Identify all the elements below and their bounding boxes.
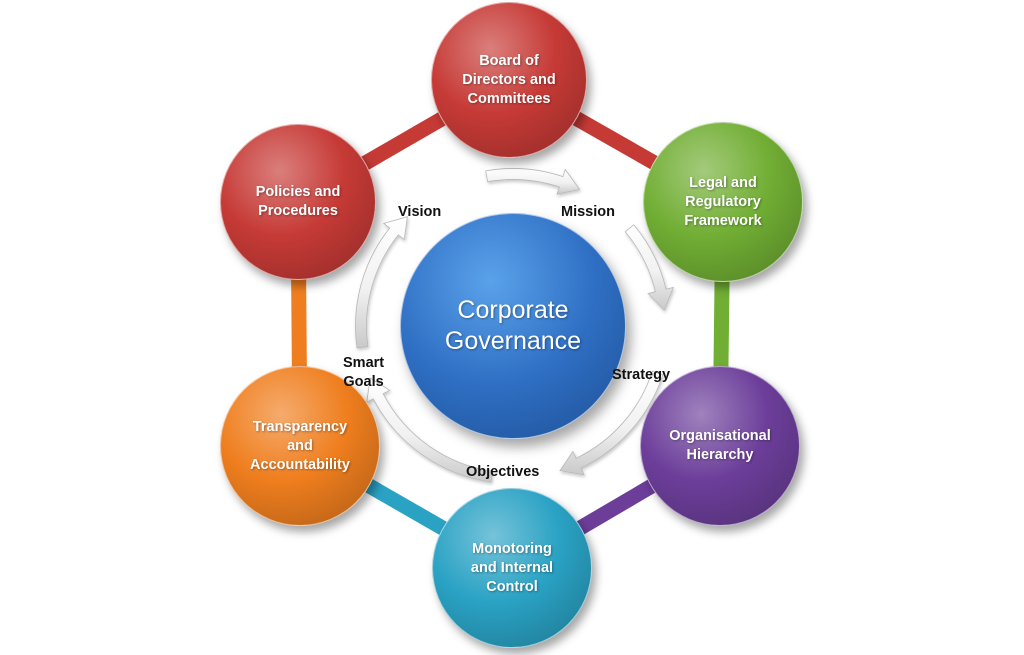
node-legal-label: Legal and Regulatory Framework [684, 174, 762, 229]
step-label-vision: Vision [398, 204, 442, 220]
node-legal: Legal and Regulatory Framework [643, 122, 803, 282]
node-hierarchy-label: Organisational Hierarchy [669, 428, 771, 463]
node-hierarchy: Organisational Hierarchy [640, 366, 800, 526]
node-policies-label: Policies and Procedures [255, 184, 341, 219]
node-monitoring: Monotoring and Internal Control [432, 488, 592, 648]
node-policies: Policies and Procedures [220, 124, 376, 280]
step-label-strategy: Strategy [612, 367, 671, 383]
node-monitoring-label: Monotoring and Internal Control [470, 540, 554, 595]
arrow-vision-to-mission-curved-arrow-icon [485, 168, 581, 195]
node-board: Board of Directors and Committees [431, 2, 587, 158]
step-label-objectives: Objectives [466, 464, 540, 480]
arrow-mission-to-strategy-curved-arrow-icon [624, 224, 675, 311]
center-hub-label: Corporate Governance [444, 296, 582, 355]
step-label-smart-goals: Smart Goals [343, 355, 385, 390]
arrow-objectives-to-goals-curved-arrow-icon [366, 377, 494, 483]
node-board-label: Board of Directors and Committees [462, 52, 556, 107]
node-transparency: Transparency and Accountability [220, 366, 380, 526]
arrow-strategy-to-objectives-curved-arrow-icon [559, 370, 664, 476]
node-transparency-label: Transparency and Accountability [250, 418, 350, 473]
center-hub: Corporate Governance [400, 213, 626, 439]
step-label-mission: Mission [561, 204, 615, 220]
cycle-arrows [355, 168, 675, 483]
arrow-goals-to-vision-curved-arrow-icon [355, 216, 408, 349]
